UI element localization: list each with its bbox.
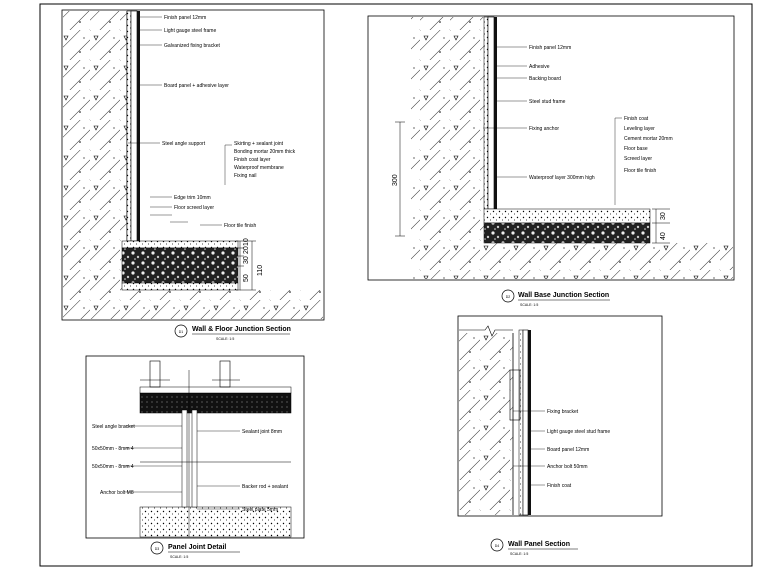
d2-tag-bubble bbox=[501, 289, 515, 303]
d4-frame bbox=[457, 315, 663, 517]
d2-wall-hatch bbox=[411, 17, 484, 279]
d1-callout-2: Galvanized fixing bracket bbox=[164, 43, 220, 49]
d1-callout-12: Floor tile finish bbox=[224, 223, 256, 229]
detail-d1: 10 20 30 50 110 Finish panel 12mm Light … bbox=[61, 9, 325, 341]
d2-floor-finish bbox=[483, 208, 651, 224]
d3-callout-1: 50x50mm - 8mm 4 bbox=[92, 446, 134, 452]
d2-callout-3: Steel stud frame bbox=[529, 99, 566, 105]
d2-callout-4: Fixing anchor bbox=[529, 126, 559, 132]
d3-bottom-band bbox=[139, 506, 292, 538]
d1-wall-lower bbox=[127, 290, 323, 319]
detail-d3: Steel angle bracket 50x50mm - 8mm 4 50x5… bbox=[85, 355, 305, 559]
d2-dimensions bbox=[395, 121, 670, 244]
d1-dim-4: 110 bbox=[257, 265, 264, 276]
d2-callout-6: Finish coat bbox=[624, 116, 649, 122]
d2-callout-9: Floor base bbox=[624, 146, 648, 152]
d4-tag-bubble bbox=[490, 538, 504, 552]
d2-callout-1: Adhesive bbox=[529, 64, 550, 70]
d2-callout-0: Finish panel 12mm bbox=[529, 45, 571, 51]
d2-scale: SCALE: 1:5 bbox=[520, 303, 538, 307]
d1-callout-11: Floor screed layer bbox=[174, 205, 214, 211]
d3-tag: D3 bbox=[155, 547, 160, 551]
d1-callout-6: Bonding mortar 20mm thick bbox=[234, 149, 296, 155]
sheet-border bbox=[39, 3, 753, 567]
d1-callout-8: Waterproof membrane bbox=[234, 165, 284, 171]
detail-d2: 300 30 40 Finish panel 12mm Adhesive Bac… bbox=[367, 15, 735, 307]
d2-callout-10: Screed layer bbox=[624, 156, 652, 162]
d3-callout-2: 50x50mm - 8mm 4 bbox=[92, 464, 134, 470]
d2-callout-5: Waterproof layer 300mm high bbox=[529, 175, 595, 181]
detail-d4: Fixing bracket Light gauge steel stud fr… bbox=[457, 315, 663, 556]
d4-callout-1: Light gauge steel stud frame bbox=[547, 429, 610, 435]
d1-title: Wall & Floor Junction Section bbox=[192, 326, 291, 333]
d3-callout-0: Steel angle bracket bbox=[92, 424, 135, 430]
d1-tag-bubble bbox=[174, 324, 188, 338]
d3-callout-4: Sealant joint 8mm bbox=[242, 429, 282, 435]
d1-dim-0: 10 bbox=[243, 238, 250, 246]
d4-callout-3: Anchor bolt 50mm bbox=[547, 464, 588, 470]
d2-dim-2: 40 bbox=[660, 232, 667, 240]
d3-joint-left bbox=[181, 409, 188, 508]
d3-frame bbox=[85, 355, 305, 539]
d3-tag-bubble bbox=[150, 541, 164, 555]
d1-callout-3: Board panel + adhesive layer bbox=[164, 83, 229, 89]
d2-callout-2: Backing board bbox=[529, 76, 561, 82]
d1-cladding bbox=[126, 10, 132, 242]
d2-dim-0: 300 bbox=[392, 174, 399, 186]
d2-frame bbox=[367, 15, 735, 281]
d4-wall-hatch bbox=[459, 333, 513, 515]
d3-callout-3: Anchor bolt M8 bbox=[100, 490, 134, 496]
d1-callout-5: Skirting + sealant joint bbox=[234, 141, 284, 147]
d1-wall-hatch bbox=[63, 11, 127, 319]
d1-callout-7: Finish coat layer bbox=[234, 157, 271, 163]
d1-callout-4: Steel angle support bbox=[162, 141, 206, 147]
d1-dim-1: 20 bbox=[243, 246, 250, 254]
d4-cladding bbox=[518, 329, 524, 516]
d3-joint-right bbox=[191, 409, 198, 508]
d1-dimensions: 10 20 30 50 110 bbox=[236, 238, 264, 291]
d2-callout-8: Cement mortar 20mm bbox=[624, 136, 673, 142]
d3-callout-5: Backer rod + sealant bbox=[242, 484, 289, 490]
d4-callout-4: Finish coat bbox=[547, 483, 572, 489]
d4-callout-2: Board panel 12mm bbox=[547, 447, 589, 453]
d1-callout-10: Edge trim 10mm bbox=[174, 195, 211, 201]
d1-tag: D1 bbox=[179, 330, 184, 334]
d4-scale: SCALE: 1:5 bbox=[510, 552, 528, 556]
d4-title: Wall Panel Section bbox=[508, 541, 570, 548]
d2-floor-dark bbox=[483, 222, 651, 244]
d1-frame bbox=[61, 9, 325, 321]
d2-tag: D2 bbox=[506, 295, 511, 299]
d2-callout-11: Floor tile finish bbox=[624, 168, 656, 174]
d3-top-band bbox=[139, 392, 292, 414]
d2-callout-7: Leveling layer bbox=[624, 126, 655, 132]
d1-floor-gravel bbox=[121, 247, 239, 284]
d1-callout-0: Finish panel 12mm bbox=[164, 15, 206, 21]
d1-callout-1: Light gauge steel frame bbox=[164, 28, 216, 34]
d4-tag: D4 bbox=[495, 544, 500, 548]
d1-dim-2: 30 bbox=[243, 256, 250, 264]
d1-dim-3: 50 bbox=[243, 274, 250, 282]
d3-title: Panel Joint Detail bbox=[168, 544, 226, 551]
d3-scale: SCALE: 1:5 bbox=[170, 555, 188, 559]
d2-dim-1: 30 bbox=[660, 212, 667, 220]
d1-scale: SCALE: 1:5 bbox=[216, 337, 234, 341]
d4-callout-0: Fixing bracket bbox=[547, 409, 579, 415]
d1-callout-9: Fixing nail bbox=[234, 173, 257, 179]
d1-floor-finish bbox=[121, 240, 239, 249]
d2-title: Wall Base Junction Section bbox=[518, 292, 609, 299]
d4-bracket bbox=[509, 369, 521, 421]
d3-callout-6: Steel plate 5mm bbox=[242, 507, 278, 513]
d2-floor-slab bbox=[484, 243, 733, 279]
